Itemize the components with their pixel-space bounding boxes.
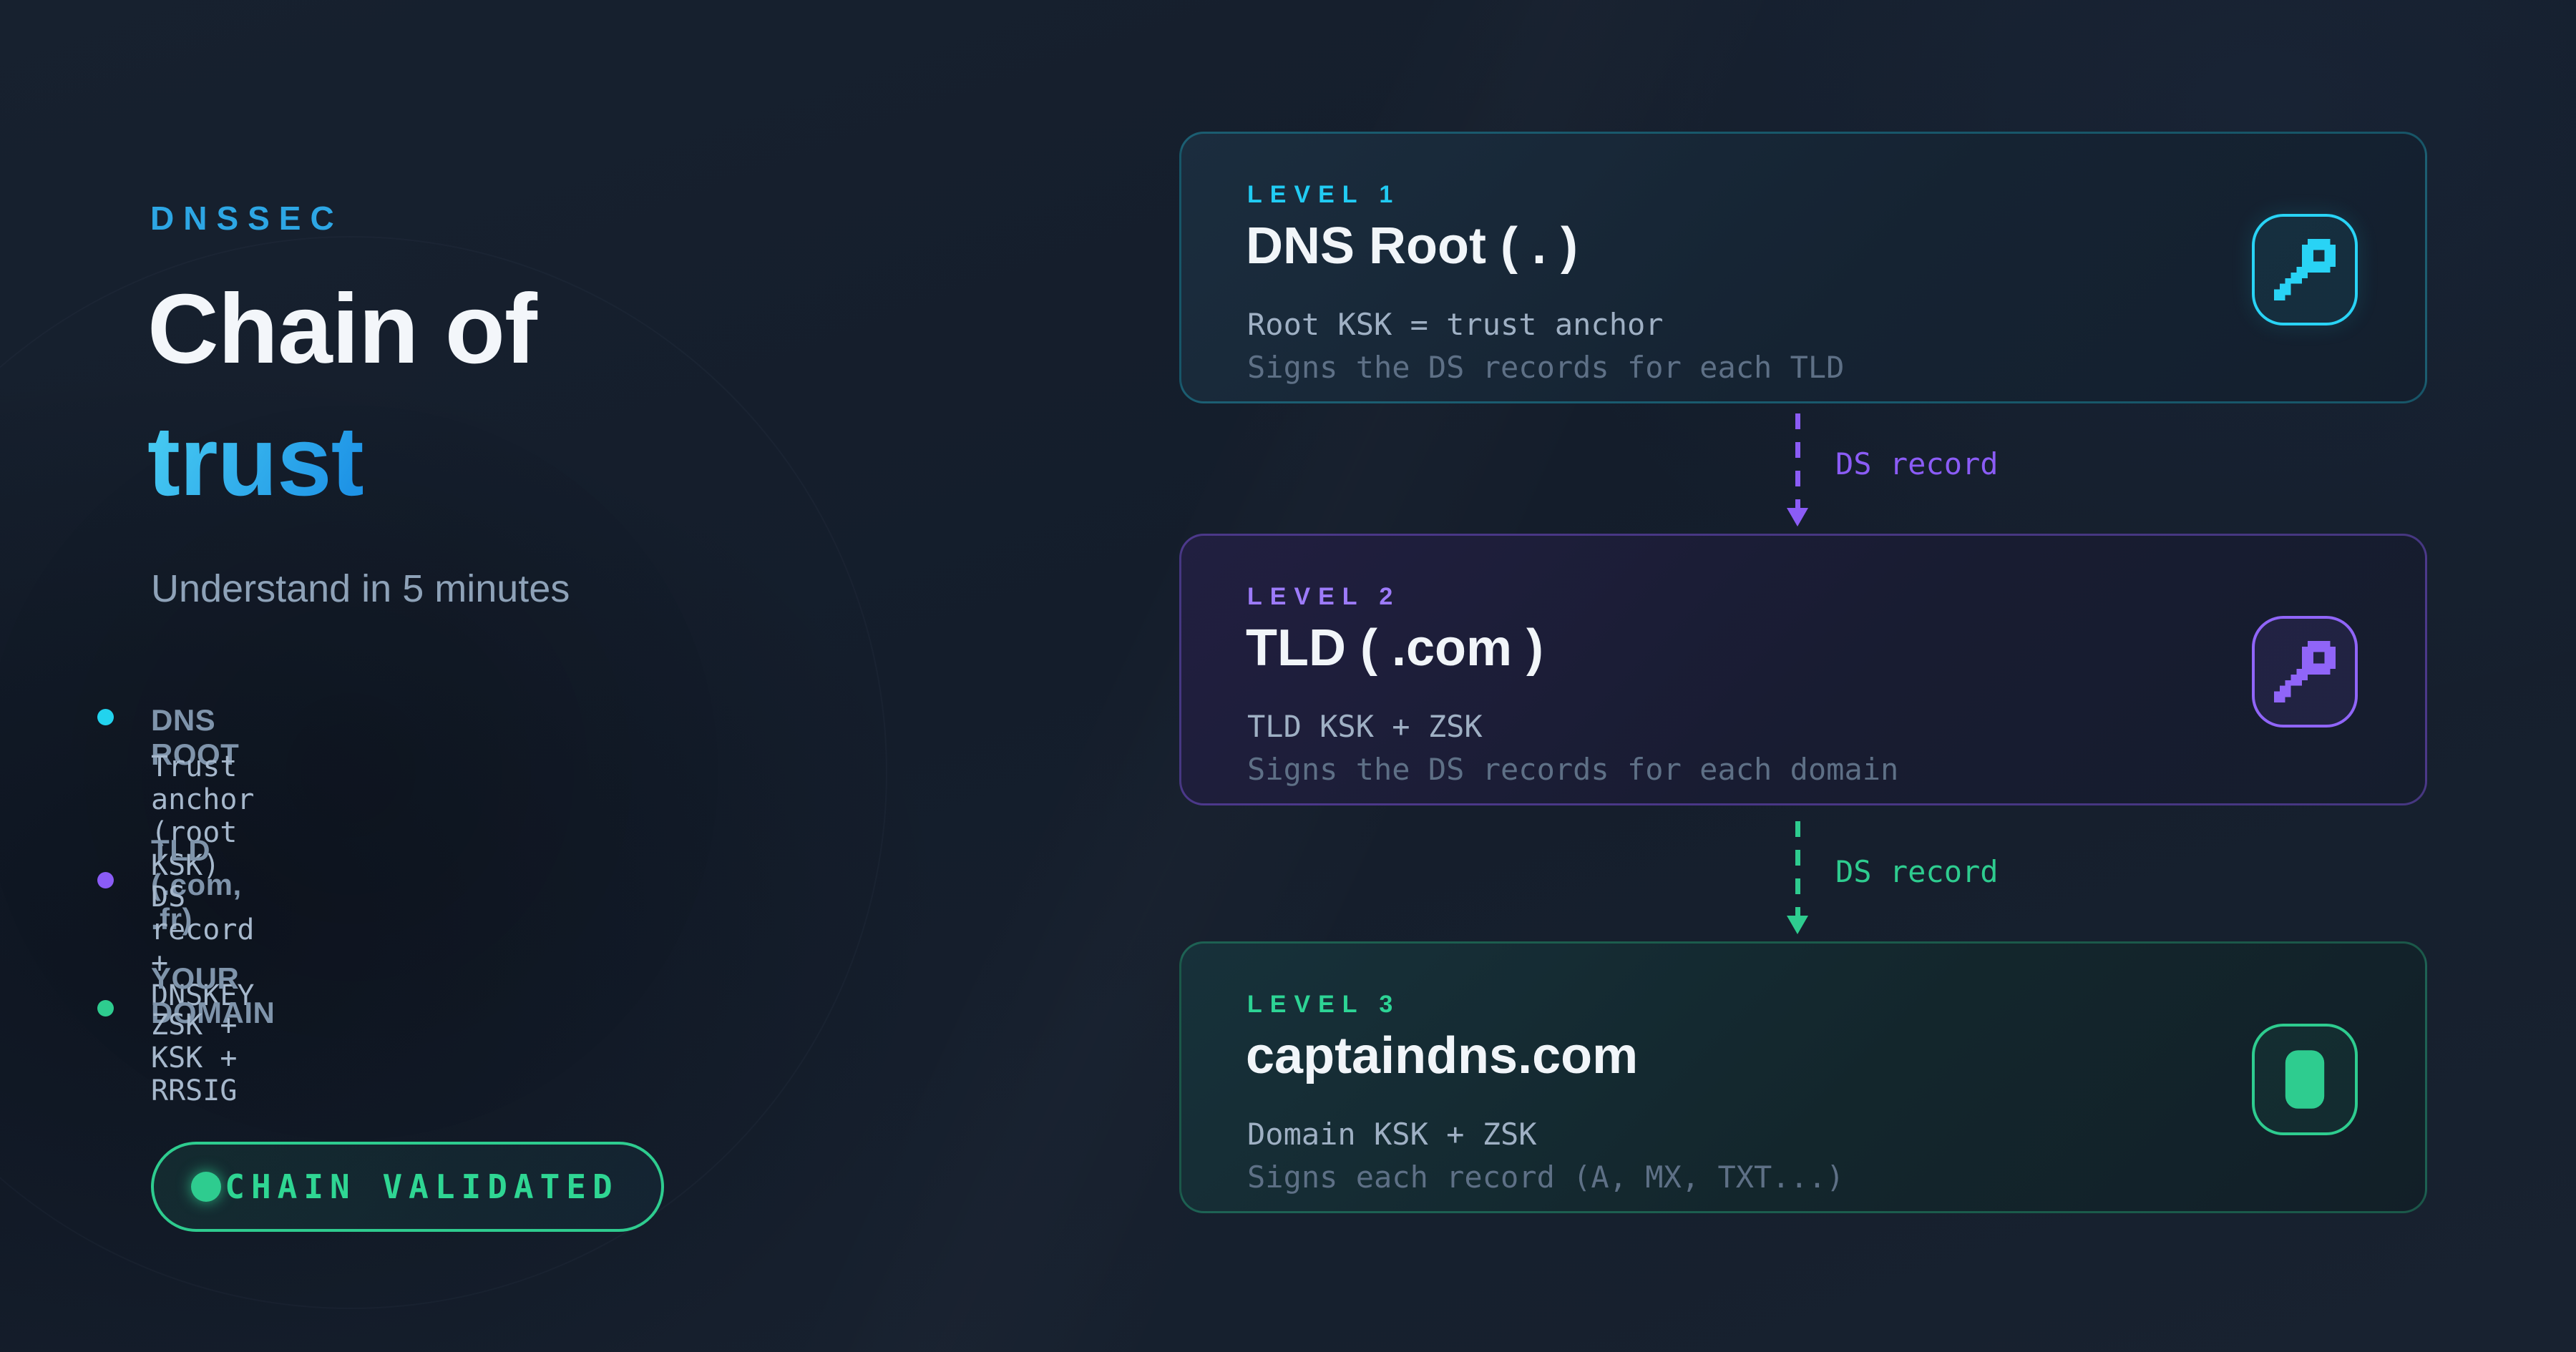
level-1-label: LEVEL 1	[1247, 181, 1401, 208]
legend-item-detail: ZSK + KSK + RRSIG	[151, 1009, 238, 1107]
legend-bullet-your-domain	[97, 1000, 114, 1017]
level-1-detail-2: Signs the DS records for each TLD	[1247, 350, 1845, 385]
level-3-detail-1: Domain KSK + ZSK	[1247, 1117, 1537, 1152]
arrow-head-icon	[1787, 916, 1808, 934]
ds-record-label-2: DS record	[1835, 854, 1999, 889]
level-3-title: captaindns.com	[1246, 1027, 1639, 1084]
legend-bullet-tld	[97, 872, 114, 888]
legend-item-detail: DS record + DNSKEY	[151, 881, 255, 1012]
arrow-dashed-line	[1795, 413, 1800, 508]
level-3-card: LEVEL 3 captaindns.com Domain KSK + ZSK …	[1179, 941, 2427, 1213]
arrow-head-icon	[1787, 508, 1808, 526]
legend-item-title: DNS ROOT	[151, 703, 240, 771]
status-dot-icon	[191, 1172, 221, 1202]
level-1-detail-1: Root KSK = trust anchor	[1247, 307, 1664, 342]
page-title: Chain of trust	[147, 263, 537, 528]
level-2-title: TLD ( .com )	[1246, 619, 1543, 677]
legend-bullet-dns-root	[97, 709, 114, 725]
arrow-dashed-line	[1795, 821, 1800, 916]
ds-record-arrow-2	[1787, 821, 1808, 934]
legend-item-title: YOUR DOMAIN	[151, 961, 275, 1029]
block-icon	[2252, 1024, 2358, 1135]
level-1-card: LEVEL 1 DNS Root ( . ) Root KSK = trust …	[1179, 132, 2427, 403]
page-title-line1: Chain of	[147, 274, 537, 384]
chain-validated-badge: CHAIN VALIDATED	[151, 1142, 664, 1232]
page-title-line2: trust	[147, 406, 364, 516]
key-icon	[2252, 214, 2358, 325]
level-2-detail-1: TLD KSK + ZSK	[1247, 709, 1483, 744]
page-subtitle: Understand in 5 minutes	[151, 567, 570, 610]
level-3-label: LEVEL 3	[1247, 991, 1401, 1018]
background-circle-decoration	[0, 236, 887, 1309]
key-icon	[2252, 616, 2358, 728]
legend-item-detail: Trust anchor (root KSK)	[151, 750, 255, 882]
ds-record-arrow-1	[1787, 413, 1808, 526]
level-3-detail-2: Signs each record (A, MX, TXT...)	[1247, 1160, 1845, 1195]
level-2-label: LEVEL 2	[1247, 583, 1401, 610]
level-1-title: DNS Root ( . )	[1246, 217, 1578, 275]
chain-validated-label: CHAIN VALIDATED	[225, 1167, 619, 1206]
level-2-card: LEVEL 2 TLD ( .com ) TLD KSK + ZSK Signs…	[1179, 534, 2427, 805]
legend-item-title: TLD (.com, .fr)	[151, 833, 242, 936]
kicker-label: DNSSEC	[150, 200, 343, 237]
ds-record-label-1: DS record	[1835, 446, 1999, 481]
level-2-detail-2: Signs the DS records for each domain	[1247, 752, 1899, 787]
